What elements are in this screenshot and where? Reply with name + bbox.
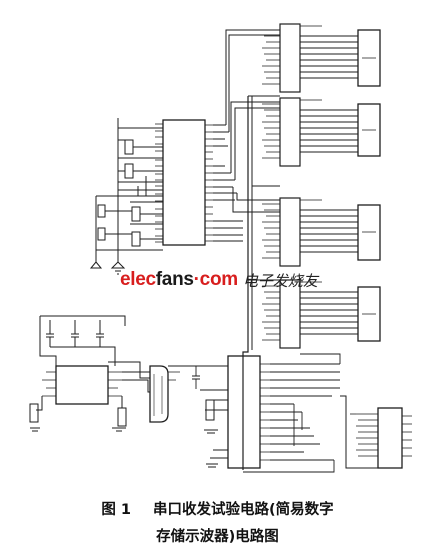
caption-text-2: 存储示波器)电路图	[156, 529, 279, 545]
figure-caption-line-1: 图 1 串口收发试验电路(简易数字	[0, 498, 435, 519]
serial-chip	[55, 365, 109, 405]
aux-chip	[377, 407, 403, 469]
db9-connector	[149, 365, 169, 423]
mcu-bus	[213, 29, 280, 242]
latch-chip-2	[279, 97, 301, 167]
circuit-schematic	[29, 23, 412, 473]
latch-chip-4	[279, 279, 301, 349]
watermark: elecfans·com 电子发烧友	[120, 268, 318, 292]
latch-chip-3	[279, 197, 301, 267]
figure-caption-line-2: 存储示波器)电路图	[0, 525, 435, 546]
watermark-logo: elecfans·com	[120, 269, 238, 290]
ground-symbol	[113, 267, 123, 275]
serial-capacitors	[46, 320, 116, 366]
mcu-chip	[162, 119, 206, 246]
caption-text-1: 串口收发试验电路(简易数字	[153, 502, 334, 518]
seven-segment-displays	[357, 29, 381, 342]
watermark-chinese: 电子发烧友	[242, 271, 318, 290]
adc-bus-lines	[270, 353, 341, 461]
left-passives	[96, 127, 163, 251]
mcu-right-pins	[205, 124, 213, 242]
display-bus-lines	[300, 35, 358, 335]
adc-chip	[227, 355, 261, 469]
latch-chip-1	[279, 23, 301, 93]
figure-number: 图 1	[101, 502, 131, 518]
mcu-left-pins	[155, 123, 163, 243]
